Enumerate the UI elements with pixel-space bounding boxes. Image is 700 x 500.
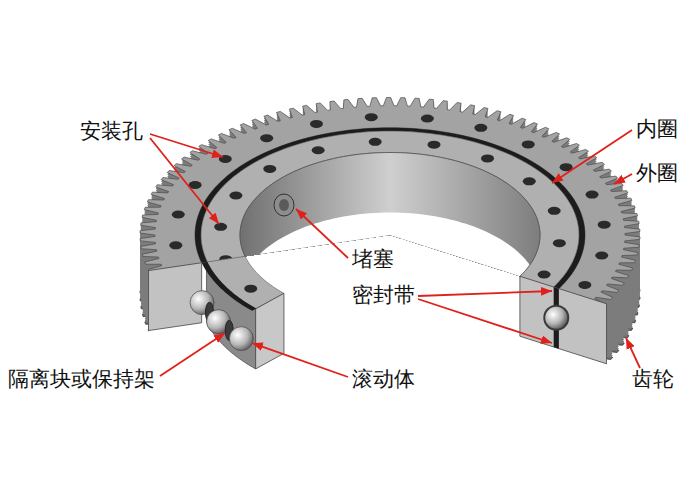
part-label: 密封带 xyxy=(352,282,415,309)
mounting-hole xyxy=(427,141,440,149)
part-label: 内圈 xyxy=(636,116,678,143)
part-label: 外圈 xyxy=(636,160,678,187)
mounting-hole xyxy=(553,239,566,247)
mounting-hole xyxy=(538,271,551,279)
leader-arrow xyxy=(418,291,552,296)
mounting-hole xyxy=(244,285,257,293)
mounting-hole xyxy=(369,138,382,146)
leader-arrow xyxy=(296,209,348,258)
mounting-hole xyxy=(548,207,561,215)
mounting-hole xyxy=(522,140,535,148)
mounting-hole xyxy=(214,223,227,231)
part-label: 安装孔 xyxy=(80,118,143,145)
cut-face xyxy=(256,293,284,369)
rolling-ball xyxy=(545,307,567,329)
inner-ring-segment xyxy=(202,256,284,369)
leader-arrow xyxy=(552,130,632,183)
plug xyxy=(274,194,294,216)
mounting-hole xyxy=(523,177,536,185)
mounting-hole xyxy=(172,210,185,218)
part-label: 齿轮 xyxy=(632,366,674,393)
leader-arrow xyxy=(626,338,640,368)
rolling-ball xyxy=(229,327,253,351)
mounting-hole xyxy=(481,154,494,162)
mounting-hole xyxy=(595,252,608,260)
part-label: 滚动体 xyxy=(352,366,415,393)
mounting-hole xyxy=(578,281,591,289)
leader-lines xyxy=(150,130,640,377)
leader-arrow xyxy=(614,174,632,184)
cut-face xyxy=(520,276,607,364)
plug xyxy=(279,199,289,211)
mounting-hole xyxy=(263,165,276,173)
raceway xyxy=(543,305,569,331)
part-label: 堵塞 xyxy=(352,246,394,273)
mounting-hole xyxy=(260,134,273,142)
mounting-hole xyxy=(229,191,242,199)
ring-body xyxy=(140,98,640,433)
mounting-hole xyxy=(365,113,378,121)
leader-arrow xyxy=(418,299,552,343)
mounting-hole xyxy=(421,115,434,123)
mounting-hole xyxy=(169,241,182,249)
leader-arrow xyxy=(150,138,219,224)
mounting-hole xyxy=(598,221,611,229)
leader-arrow xyxy=(150,134,223,157)
part-label: 隔离块或保持架 xyxy=(8,366,155,393)
bore-opening xyxy=(240,213,540,378)
mounting-hole xyxy=(474,124,487,132)
mounting-hole xyxy=(310,120,323,128)
mounting-hole xyxy=(586,191,599,199)
mounting-hole xyxy=(312,146,325,154)
bore-wall xyxy=(230,140,550,378)
leader-arrow xyxy=(252,343,348,377)
leader-arrow xyxy=(160,333,225,376)
